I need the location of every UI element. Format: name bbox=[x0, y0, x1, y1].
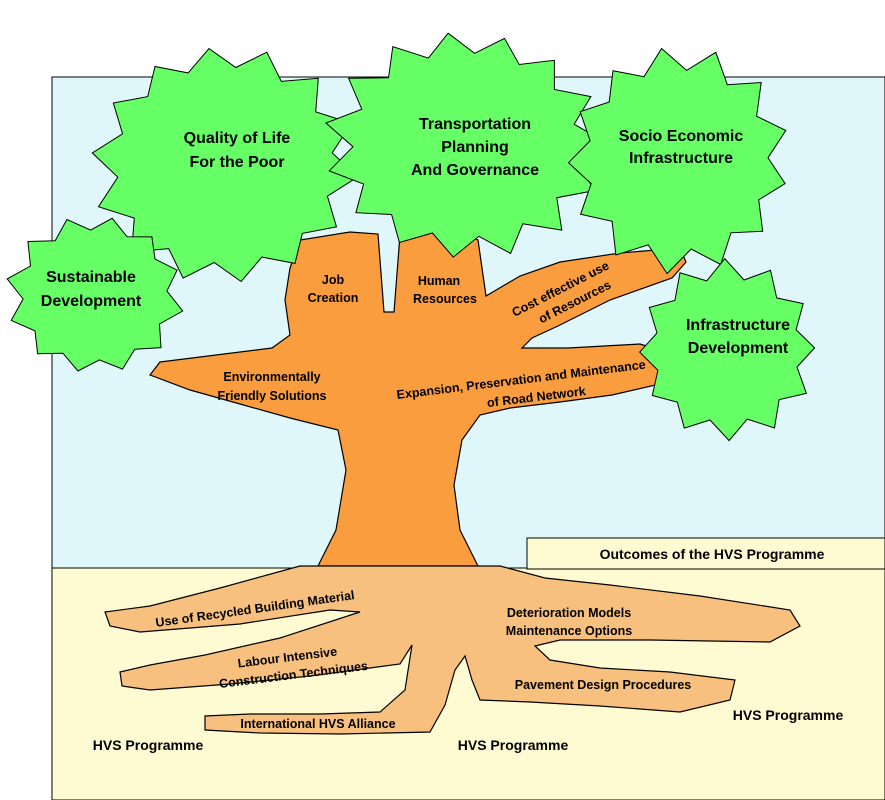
programme-label-center: HVS Programme bbox=[458, 737, 569, 753]
programme-label-left: HVS Programme bbox=[93, 737, 204, 753]
canopy-sustainable bbox=[6, 217, 184, 372]
canopy-label-sustainable-line1: Sustainable bbox=[46, 269, 136, 286]
root-label-deterioration-line2: Maintenance Options bbox=[506, 624, 632, 638]
canopy-infrastructure bbox=[639, 257, 816, 442]
canopy-label-infrastructure-line1: Infrastructure bbox=[686, 317, 790, 334]
canopy-quality-of-life bbox=[91, 47, 359, 283]
programme-label-right: HVS Programme bbox=[733, 707, 844, 723]
branch-label-environmental-line2: Friendly Solutions bbox=[217, 389, 326, 403]
canopy-label-quality-line1: Quality of Life bbox=[184, 130, 291, 147]
root-label-pavement: Pavement Design Procedures bbox=[515, 678, 692, 692]
roots bbox=[104, 565, 801, 735]
branch-label-human-line1: Human bbox=[418, 274, 460, 288]
canopy-label-sustainable-line2: Development bbox=[41, 293, 142, 310]
canopy-socio-economic bbox=[567, 47, 787, 275]
outcomes-label: Outcomes of the HVS Programme bbox=[600, 546, 825, 562]
branch-label-job-line2: Creation bbox=[308, 291, 359, 305]
canopy-label-socio-line2: Infrastructure bbox=[629, 150, 733, 167]
root-main bbox=[104, 565, 801, 735]
canopy-label-infrastructure-line2: Development bbox=[688, 340, 789, 357]
canopy-label-transportation-line3: And Governance bbox=[411, 162, 539, 179]
branch-label-environmental-line1: Environmentally bbox=[223, 370, 320, 384]
canopy-transportation bbox=[324, 32, 608, 258]
root-label-alliance: International HVS Alliance bbox=[240, 717, 395, 731]
canopy bbox=[6, 32, 816, 442]
canopy-label-transportation-line1: Transportation bbox=[419, 116, 531, 133]
canopy-label-quality-line2: For the Poor bbox=[189, 154, 284, 171]
canopy-label-socio-line1: Socio Economic bbox=[619, 128, 744, 145]
canopy-label-transportation-line2: Planning bbox=[441, 139, 509, 156]
branch-label-job-line1: Job bbox=[322, 273, 345, 287]
branch-label-human-line2: Resources bbox=[413, 292, 477, 306]
tree-trunk bbox=[149, 229, 687, 567]
root-label-deterioration-line1: Deterioration Models bbox=[507, 606, 631, 620]
outcomes-label-box bbox=[526, 537, 885, 570]
